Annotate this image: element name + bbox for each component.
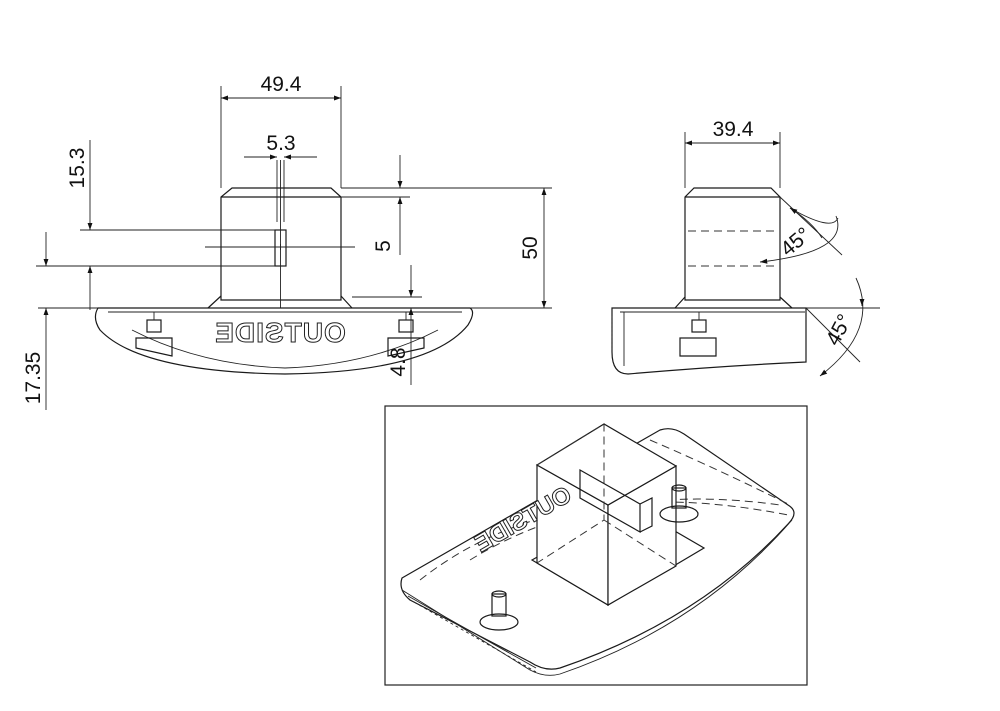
right-pin xyxy=(387,312,425,357)
dim-side-width-39-4: 39.4 xyxy=(713,118,754,141)
iso-pin-left xyxy=(479,590,519,631)
front-base xyxy=(94,307,474,375)
front-view: OUTSIDE xyxy=(94,160,474,375)
side-base xyxy=(611,307,807,375)
angle-top-45: 45° xyxy=(776,223,815,261)
dim-pin-4-8: 4.8 xyxy=(387,347,410,376)
left-pin xyxy=(135,312,173,357)
dim-height-50: 50 xyxy=(519,236,542,259)
front-block-outline xyxy=(220,187,342,301)
side-block-outline xyxy=(684,187,781,301)
dim-width-49-4: 49.4 xyxy=(261,73,302,96)
front-engraving: OUTSIDE xyxy=(214,317,345,348)
front-dimensions: 49.4 5.3 15.3 17.35 5 50 4.8 xyxy=(22,73,552,410)
dim-slot-5-3: 5.3 xyxy=(266,132,295,155)
dim-slot-height-5: 5 xyxy=(372,240,395,252)
dim-base-17-35: 17.35 xyxy=(22,352,45,405)
dim-upper-15-3: 15.3 xyxy=(66,148,89,189)
iso-pin-right xyxy=(659,484,699,523)
side-view xyxy=(611,187,807,375)
iso-frame xyxy=(384,405,808,686)
isometric-view: OUTSIDE xyxy=(384,405,808,686)
